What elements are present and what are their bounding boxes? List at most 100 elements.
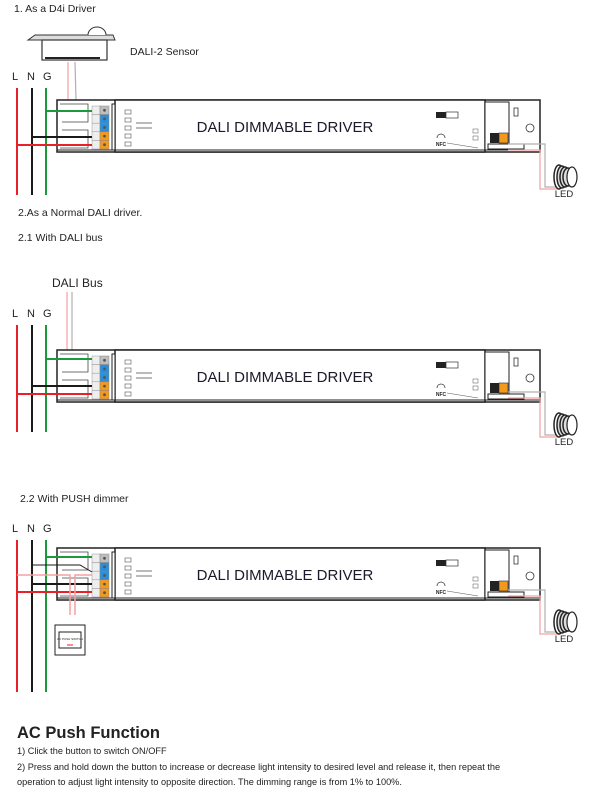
led-lens bbox=[566, 611, 578, 633]
driver-body bbox=[114, 349, 486, 403]
led-wire-negative bbox=[508, 391, 560, 436]
dip-selector bbox=[436, 112, 446, 118]
output-connector bbox=[498, 580, 509, 592]
nfc-icon bbox=[436, 383, 446, 389]
dip-selector bbox=[445, 559, 459, 567]
output-plus bbox=[472, 583, 479, 589]
push-line-3: operation to adjust light intensity to o… bbox=[17, 777, 402, 787]
driver-label: DALI DIMMABLE DRIVER bbox=[197, 567, 374, 584]
label-n: N bbox=[27, 308, 35, 320]
output-plus bbox=[472, 385, 479, 391]
terminal-clamp bbox=[91, 579, 101, 589]
indicator-label bbox=[124, 573, 132, 579]
terminal-screw bbox=[103, 565, 106, 569]
dali-driver: DALI DIMMABLE DRIVER NFC bbox=[56, 547, 541, 601]
output-minus bbox=[472, 576, 479, 582]
sensor-flange bbox=[26, 34, 116, 41]
terminal-screw bbox=[103, 108, 106, 112]
switch-label: AC PUSH SWITCH bbox=[57, 637, 83, 641]
label-g: G bbox=[43, 523, 52, 535]
nfc-icon bbox=[436, 133, 446, 139]
section22-title: 2.2 With PUSH dimmer bbox=[20, 493, 129, 505]
dip-selector bbox=[436, 560, 446, 566]
indicator-label bbox=[124, 367, 132, 373]
label-l: L bbox=[12, 523, 18, 535]
terminal-clamp bbox=[91, 390, 101, 400]
terminal-clamp bbox=[91, 105, 101, 115]
nfc-icon bbox=[436, 581, 446, 587]
terminal-clamp bbox=[91, 364, 101, 374]
output-connector bbox=[498, 382, 509, 394]
terminal-screw bbox=[103, 393, 106, 397]
indicator-label bbox=[124, 375, 132, 381]
neutral-jumper bbox=[32, 564, 93, 573]
output-plus bbox=[472, 135, 479, 141]
nfc-pointer bbox=[446, 392, 479, 399]
section1-title: 1. As a D4i Driver bbox=[14, 3, 96, 15]
indicator-label bbox=[124, 565, 132, 571]
led-label: LED bbox=[555, 634, 574, 645]
led-wire-positive bbox=[508, 595, 560, 635]
terminal-clamp bbox=[91, 553, 101, 563]
push-function-title: AC Push Function bbox=[17, 724, 160, 742]
mount-hole bbox=[525, 373, 535, 383]
driver-label: DALI DIMMABLE DRIVER bbox=[197, 119, 374, 136]
terminal-clamp bbox=[91, 588, 101, 598]
label-n: N bbox=[27, 71, 35, 83]
push-button bbox=[58, 631, 82, 649]
section21-title: 2.1 With DALI bus bbox=[18, 232, 103, 244]
indicator-label bbox=[124, 589, 132, 595]
bracket bbox=[60, 353, 89, 373]
terminal-screw bbox=[103, 582, 106, 586]
output-minus bbox=[472, 128, 479, 134]
indicator-label bbox=[124, 109, 132, 115]
driver-body bbox=[114, 99, 486, 153]
push-line-2: 2) Press and hold down the button to inc… bbox=[17, 762, 501, 772]
led-lens bbox=[566, 166, 578, 188]
terminal-rail bbox=[111, 353, 116, 401]
terminal-clamp bbox=[91, 355, 101, 365]
indicator-label bbox=[124, 391, 132, 397]
label-n: N bbox=[27, 523, 35, 535]
led-wire-positive bbox=[508, 397, 560, 438]
nfc-label: NFC bbox=[436, 590, 447, 596]
terminal-screw bbox=[103, 358, 106, 362]
section2-title: 2.As a Normal DALI driver. bbox=[18, 207, 142, 219]
terminal-screw bbox=[103, 117, 106, 121]
label-l: L bbox=[12, 308, 18, 320]
terminal-screw bbox=[103, 574, 106, 577]
terminal-screw bbox=[103, 126, 106, 129]
dali-sensor bbox=[41, 39, 108, 61]
cover-clip bbox=[487, 393, 525, 400]
indicator-label bbox=[124, 383, 132, 389]
terminal-clamp bbox=[91, 570, 101, 581]
push-line-1: 1) Click the button to switch ON/OFF bbox=[17, 746, 167, 756]
terminal-screw bbox=[103, 367, 106, 371]
terminal-clamp bbox=[91, 381, 101, 391]
indicator-label bbox=[124, 125, 132, 131]
mount-hole bbox=[525, 123, 535, 133]
switch-wire-live bbox=[17, 574, 71, 615]
cover-clip bbox=[487, 591, 525, 598]
sensor-dome bbox=[87, 26, 107, 36]
terminal-screw bbox=[103, 134, 106, 138]
dip-selector bbox=[445, 111, 459, 119]
terminal-screw bbox=[103, 143, 106, 147]
dip-selector bbox=[436, 362, 446, 368]
output-minus bbox=[472, 378, 479, 384]
dali-bus-label: DALI Bus bbox=[52, 276, 103, 290]
terminal-clamp bbox=[91, 114, 101, 124]
bracket bbox=[60, 551, 89, 571]
sensor-label: DALI-2 Sensor bbox=[130, 46, 199, 58]
terminal-clamp bbox=[91, 122, 101, 133]
terminal-screw bbox=[103, 384, 106, 388]
switch-wire-dim bbox=[74, 574, 92, 615]
driver-body bbox=[114, 547, 486, 601]
label-l: L bbox=[12, 71, 18, 83]
cap-slot bbox=[513, 107, 519, 117]
nfc-pointer bbox=[446, 142, 479, 149]
indicator-label bbox=[124, 359, 132, 365]
